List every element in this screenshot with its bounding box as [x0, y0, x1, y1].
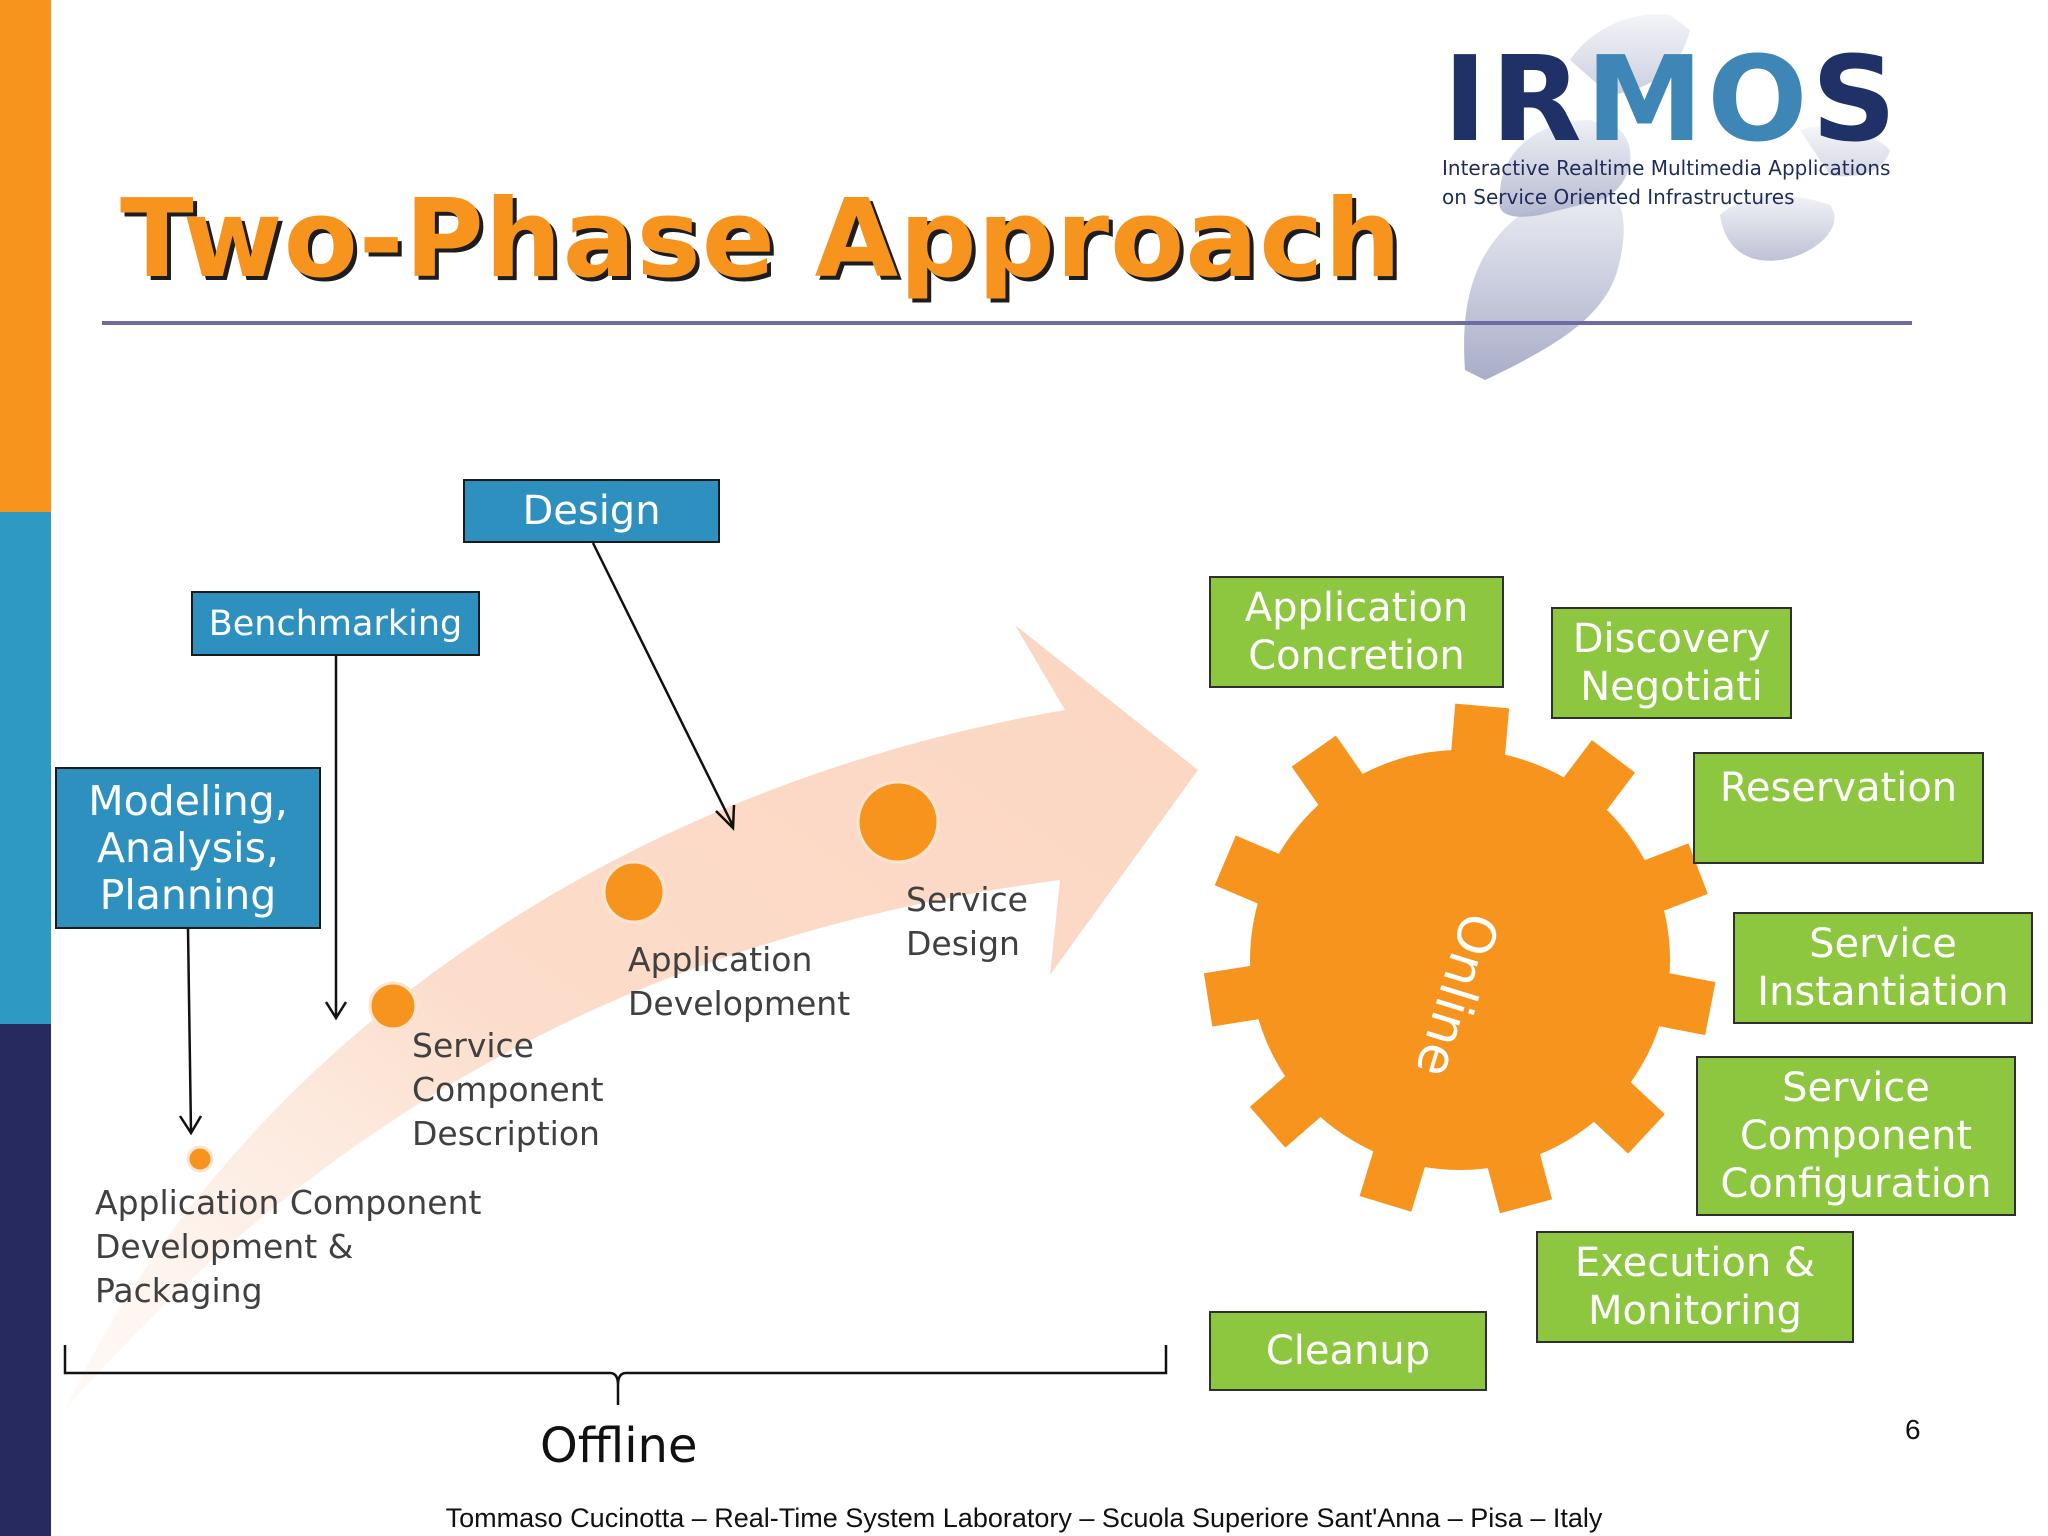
step-label-application-development: Application Development — [628, 940, 851, 1023]
pointer-arrowhead — [324, 1001, 348, 1021]
activity-box-cleanup: Cleanup — [1209, 1311, 1487, 1391]
step-label-service-design: Service Design — [906, 880, 1028, 963]
logo-tagline-line2: on Service Oriented Infrastructures — [1442, 185, 1795, 209]
activity-box-reservation: Reservation — [1693, 752, 1984, 864]
logo-backdrop — [1464, 14, 1890, 380]
title-divider — [102, 321, 1912, 325]
logo-tagline-line1: Interactive Realtime Multimedia Applicat… — [1442, 156, 1891, 180]
online-gear: Online — [1203, 703, 1716, 1214]
logo-wordmark-part: M — [1585, 30, 1708, 168]
activity-box-execution-monitoring: Execution & Monitoring — [1536, 1231, 1854, 1343]
slide-footer: Tommaso Cucinotta – Real-Time System Lab… — [445, 1503, 1603, 1533]
activity-box-modeling: Modeling, Analysis, Planning — [55, 767, 321, 929]
pointer-arrowhead — [715, 804, 736, 831]
activity-box-discovery-negotiation: Discovery Negotiati — [1551, 607, 1792, 719]
logo-wordmark-part: O — [1707, 30, 1812, 168]
sidebar-stripe-orange — [0, 0, 51, 512]
sidebar-stripe-teal — [0, 512, 51, 1024]
offline-label: Offline — [540, 1418, 698, 1474]
logo-wordmark-part: S — [1811, 30, 1901, 168]
logo-wordmark-part: IR — [1443, 30, 1586, 168]
activity-box-design: Design — [463, 479, 720, 543]
step-label-service-component-description: Service Component Description — [412, 1026, 604, 1153]
step-dot — [186, 1145, 214, 1173]
pointer-line — [186, 928, 193, 1133]
activity-box-benchmarking: Benchmarking — [191, 591, 480, 656]
page-number: 6 — [1905, 1414, 1921, 1445]
sidebar-stripe-navy — [0, 1024, 51, 1536]
offline-brace — [63, 1345, 1168, 1405]
pointer-arrowhead — [178, 1115, 203, 1136]
logo-wordmark: IRMOS — [1443, 40, 1901, 158]
activity-box-service-instantiation: Service Instantiation — [1733, 912, 2033, 1024]
step-dot — [856, 780, 940, 864]
pointer-line — [591, 542, 735, 827]
activity-box-application-concretion: Application Concretion — [1209, 576, 1504, 688]
activity-box-service-component-configuration: Service Component Configuration — [1696, 1056, 2016, 1216]
step-label-application-component: Application Component Development & Pack… — [95, 1183, 482, 1310]
step-dot — [602, 860, 666, 924]
step-dot — [368, 981, 418, 1031]
slide-title: Two-Phase Approach — [120, 177, 1403, 302]
